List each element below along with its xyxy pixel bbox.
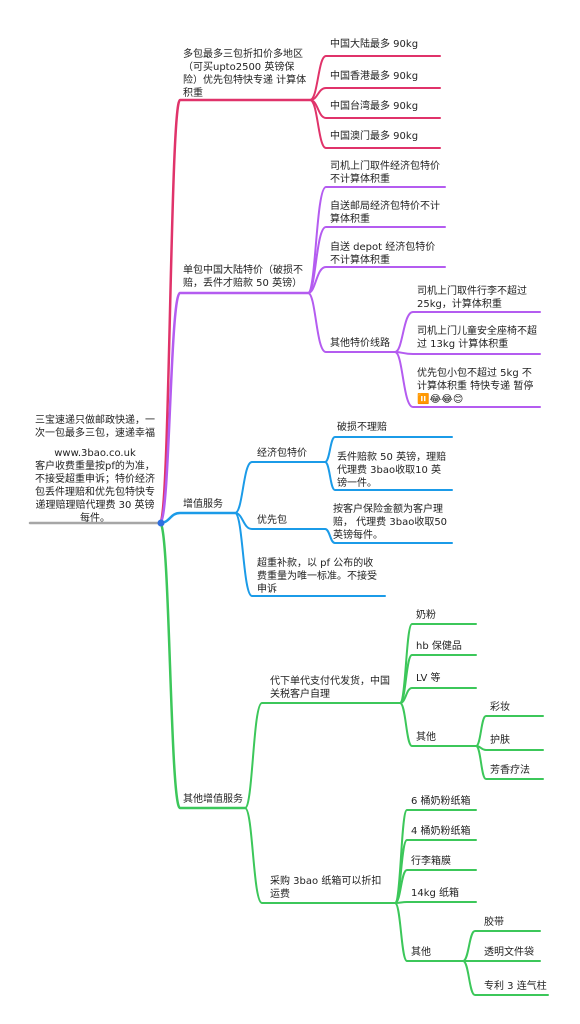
branch-multi-package: 多包最多三包折扣价多地区（可买upto2500 英镑保险）优先包特快专递 计算体… xyxy=(183,49,307,99)
subbranch-priority: 优先包 xyxy=(257,515,287,526)
branch-value-added: 增值服务 xyxy=(183,499,223,510)
leaf-lost-claim-50: 丢件赔款 50 英镑，理赔代理费 3bao收取10 英镑一件。 xyxy=(337,452,447,489)
subbranch-proxy-other: 其他 xyxy=(416,732,436,743)
subbranch-buy-boxes: 采购 3bao 纸箱可以折扣运费 xyxy=(270,876,382,900)
branch-other-value-added: 其他增值服务 xyxy=(183,794,243,805)
leaf-depot-economy: 自送 depot 经济包特价不计算体积重 xyxy=(330,242,436,266)
connector-group-purple xyxy=(158,186,541,525)
subbranch-proxy-purchase: 代下单代支付代发货，中国关税客户自理 xyxy=(270,676,390,700)
leaf-taiwan-90kg: 中国台湾最多 90kg xyxy=(330,101,419,112)
leaf-macau-90kg: 中国澳门最多 90kg xyxy=(330,131,419,142)
leaf-insurance-claim: 按客户保险金额为客户理赔， 代理费 3bao收取50 英镑每件。 xyxy=(333,504,448,541)
leaf-luggage-25kg: 司机上门取件行李不超过 25kg，计算体积重 xyxy=(417,286,527,310)
leaf-skincare: 护肤 xyxy=(490,735,510,746)
leaf-mainland-90kg: 中国大陆最多 90kg xyxy=(330,39,419,50)
leaf-tape: 胶带 xyxy=(484,917,504,928)
root-title: 三宝速递只做邮政快递，一次一包最多三包，速递幸福 xyxy=(35,415,155,439)
subbranch-other-special-lines: 其他特价线路 xyxy=(330,338,390,349)
leaf-priority-small-5kg: 优先包小包不超过 5kg 不计算体积重 特快专递 暂停⏸️😂😂😊 xyxy=(417,368,534,405)
subbranch-economy-special: 经济包特价 xyxy=(257,448,307,459)
root-node: 三宝速递只做邮政快递，一次一包最多三包，速递幸福 www.3bao.co.uk … xyxy=(32,414,158,525)
leaf-makeup: 彩妆 xyxy=(490,702,510,713)
leaf-luggage-film: 行李箱膜 xyxy=(411,856,451,867)
leaf-hongkong-90kg: 中国香港最多 90kg xyxy=(330,71,419,82)
leaf-air-column: 专利 3 连气柱 xyxy=(484,981,547,992)
subbranch-overweight-payment: 超重补款，以 pf 公布的收费重量为唯一标准。不接受申诉 xyxy=(257,558,377,595)
leaf-lv: LV 等 xyxy=(416,673,441,684)
leaf-hb-health-products: hb 保健品 xyxy=(416,641,462,652)
root-website: www.3bao.co.uk xyxy=(54,448,136,459)
leaf-6-tin-box: 6 桶奶粉纸箱 xyxy=(411,796,471,807)
leaf-aromatherapy: 芳香疗法 xyxy=(490,765,530,776)
leaf-4-tin-box: 4 桶奶粉纸箱 xyxy=(411,826,471,837)
connector-group-green xyxy=(158,521,549,996)
leaf-14kg-box: 14kg 纸箱 xyxy=(411,888,460,899)
connector-group-blue xyxy=(158,436,453,597)
branch-single-package-mainland: 单包中国大陆特价（破损不赔，丢件才赔款 50 英镑） xyxy=(183,265,303,289)
root-dot xyxy=(157,519,165,527)
leaf-no-damage-claim: 破损不理赔 xyxy=(337,422,387,433)
leaf-post-office-economy: 自送邮局经济包特价不计算体积重 xyxy=(330,201,440,225)
leaf-child-seat-13kg: 司机上门儿童安全座椅不超过 13kg 计算体积重 xyxy=(417,326,537,350)
root-notice: 客户收费重量按pf的为准，不接受超重申诉；特价经济包丢件理赔和优先包特快专递理赔… xyxy=(35,461,155,524)
leaf-driver-pickup-economy: 司机上门取件经济包特价不计算体积重 xyxy=(330,161,440,185)
subbranch-boxes-other: 其他 xyxy=(411,947,431,958)
leaf-milk-powder: 奶粉 xyxy=(416,610,436,621)
leaf-transparent-folder: 透明文件袋 xyxy=(484,947,534,958)
